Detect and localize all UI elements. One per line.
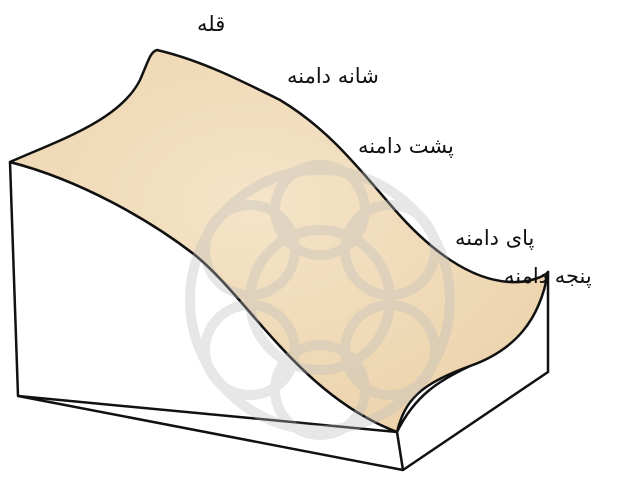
label-toeslope: پنجه دامنه (504, 266, 592, 287)
label-summit: قله (197, 14, 225, 35)
label-footslope: پای دامنه (455, 228, 534, 249)
label-shoulder: شانه دامنه (287, 66, 379, 87)
label-backslope: پشت دامنه (358, 136, 454, 157)
